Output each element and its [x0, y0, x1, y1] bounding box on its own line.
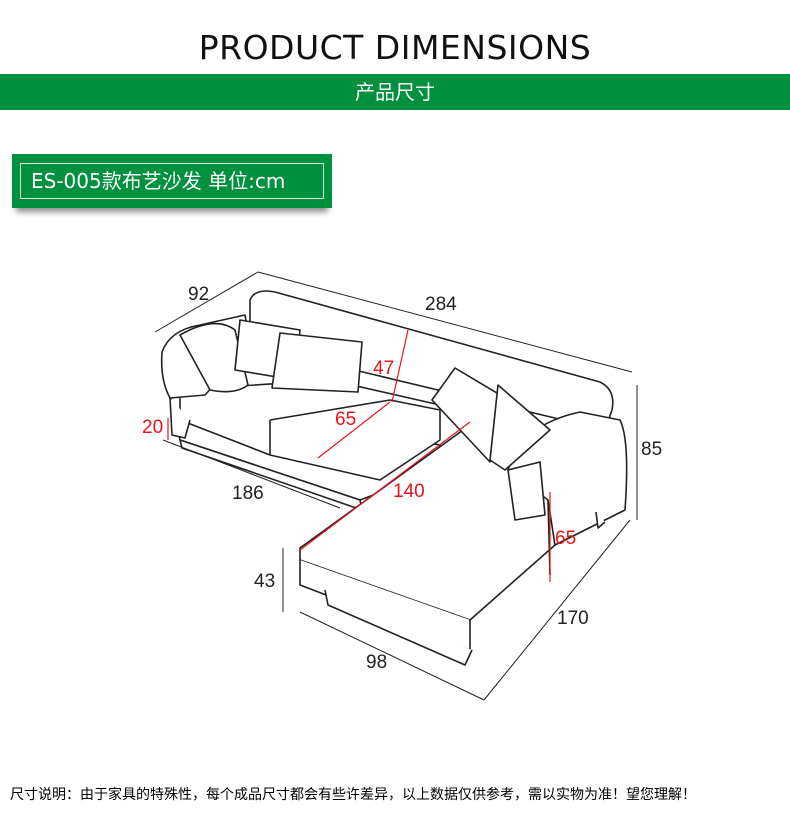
dim-length: 284: [425, 294, 457, 315]
page-title: PRODUCT DIMENSIONS: [198, 28, 592, 67]
dim-chaise-length: 170: [557, 608, 589, 629]
dim-depth: 92: [188, 284, 209, 305]
section-banner: 产品尺寸: [0, 74, 790, 110]
dim-main-length: 186: [232, 483, 264, 504]
dim-chaise-seat: 140: [393, 481, 425, 502]
dim-leg-height: 20: [142, 417, 163, 438]
dimension-lines: [154, 271, 638, 701]
footer-note: 尺寸说明：由于家具的特殊性，每个成品尺寸都会有些许差异，以上数据仅供参考，需以实…: [10, 787, 696, 803]
dim-height: 85: [641, 439, 662, 460]
dim-chaise-width: 98: [366, 652, 387, 673]
model-label: ES-005款布艺沙发 单位:cm: [20, 163, 324, 199]
red-dimension-lines: [167, 329, 551, 582]
dim-seat-depth: 65: [335, 409, 356, 430]
sofa-drawing: [160, 290, 628, 666]
dim-arm-height: 65: [555, 528, 576, 549]
model-badge: ES-005款布艺沙发 单位:cm: [12, 154, 332, 208]
dim-seat-height: 43: [254, 571, 275, 592]
dim-back-height: 47: [373, 358, 394, 379]
